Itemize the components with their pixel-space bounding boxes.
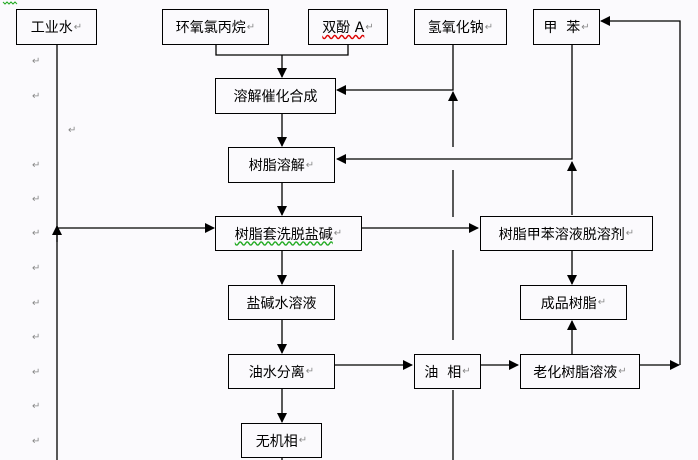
- paragraph-mark: ↵: [32, 56, 41, 67]
- node-dissolve-catalyze-synthesis: 溶解催化合成: [215, 78, 336, 114]
- paragraph-mark: ↵: [305, 366, 315, 377]
- paragraph-mark: ↵: [462, 366, 471, 377]
- node-sodium-hydroxide: 氢氧化钠↵: [414, 9, 507, 45]
- node-oil-water-separation: 油水分离↵: [228, 354, 335, 389]
- paragraph-mark: ↵: [32, 91, 41, 102]
- paragraph-mark: ↵: [625, 228, 635, 239]
- node-inorganic-phase: 无机相↵: [241, 423, 322, 458]
- paragraph-mark: ↵: [32, 263, 41, 274]
- paragraph-mark: ↵: [32, 332, 41, 343]
- node-epichlorohydrin: 环氧氯丙烷↵: [162, 9, 269, 45]
- paragraph-mark: ↵: [365, 21, 374, 33]
- paragraph-mark: ↵: [32, 401, 41, 412]
- node-aged-resin-solution: 老化树脂溶液↵: [520, 354, 640, 389]
- paragraph-mark: ↵: [597, 297, 607, 308]
- paragraph-mark: ↵: [32, 436, 41, 447]
- node-resin-wash-remove-salt-alkali: 树脂套洗脱盐碱↵: [215, 216, 362, 251]
- paragraph-mark: ↵: [68, 125, 77, 136]
- node-resin-dissolve: 树脂溶解↵: [228, 147, 335, 183]
- edge-naoh-to-synthesis: [336, 44, 454, 95]
- paragraph-mark: ↵: [581, 21, 590, 33]
- edge-toluene-to-dissolve: [336, 44, 573, 164]
- node-salt-alkali-water-solution: 盐碱水溶液: [228, 285, 335, 320]
- spellcheck-squiggle: [2, 1, 18, 5]
- paragraph-mark: ↵: [32, 194, 41, 205]
- node-bisphenol-a: 双酚 A↵: [308, 9, 388, 45]
- paragraph-mark: ↵: [246, 21, 256, 33]
- paragraph-mark: ↵: [73, 21, 83, 33]
- paragraph-mark: ↵: [32, 160, 41, 171]
- paragraph-mark: ↵: [305, 159, 315, 171]
- paragraph-mark: ↵: [32, 298, 41, 309]
- edge-loop-to-toluene: [600, 16, 681, 365]
- paragraph-mark: ↵: [618, 366, 627, 377]
- paragraph-mark: ↵: [333, 228, 343, 239]
- node-resin-toluene-solution-desolvent: 树脂甲苯溶液脱溶剂↵: [480, 216, 653, 251]
- paragraph-mark: ↵: [484, 21, 494, 33]
- node-industrial-water: 工业水↵: [16, 9, 97, 45]
- node-finished-resin: 成品树脂↵: [520, 285, 627, 320]
- node-toluene: 甲 苯↵: [533, 9, 600, 45]
- paragraph-mark: ↵: [32, 367, 41, 378]
- node-oil-phase: 油 相↵: [414, 354, 481, 389]
- paragraph-mark: ↵: [298, 435, 308, 446]
- paragraph-mark: ↵: [32, 228, 41, 239]
- edge-epichlorohydrin: [215, 44, 349, 56]
